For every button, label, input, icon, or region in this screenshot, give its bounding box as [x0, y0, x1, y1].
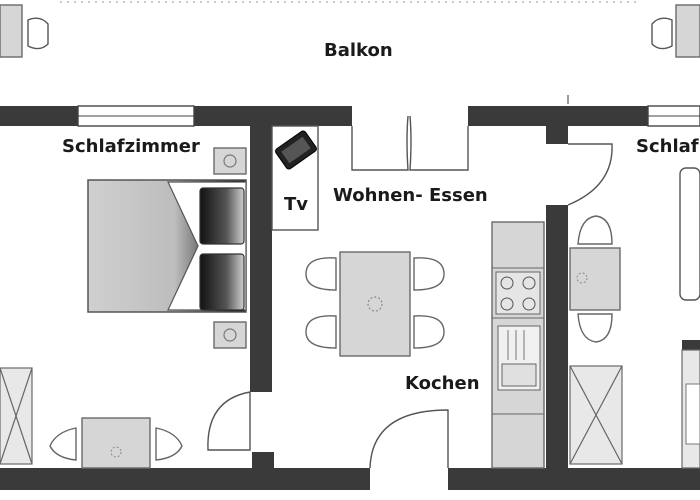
- bedroom-left-furniture: [0, 147, 247, 469]
- balcony-furniture: [0, 1, 700, 58]
- tv-label: Tv: [284, 194, 309, 215]
- kitchen-counter: [491, 221, 545, 469]
- walls: [0, 105, 700, 490]
- balcony-table-left: [0, 4, 23, 58]
- room-label-schlafzimmer: Schlafzimmer: [62, 136, 200, 157]
- room-label-kochen: Kochen: [405, 373, 480, 394]
- dining-table: [339, 251, 411, 357]
- tv-unit: [271, 125, 319, 231]
- bed-right: [679, 167, 700, 301]
- nightstand-top: [213, 147, 247, 175]
- stove: [495, 271, 541, 315]
- desk-left: [81, 417, 151, 469]
- balcony-chair-left: [27, 17, 49, 50]
- nightstand-bottom: [213, 321, 247, 349]
- doors: [207, 95, 613, 469]
- bedroom-right-furniture: [569, 167, 700, 469]
- dining-set: [305, 251, 445, 357]
- pillow-bottom: [199, 253, 245, 311]
- room-label-schlaf: Schlaf: [636, 136, 699, 157]
- balcony-table-right: [675, 4, 700, 58]
- room-label-balkon: Balkon: [324, 40, 393, 61]
- pillow-top: [199, 187, 245, 245]
- room-label-wohnen-essen: Wohnen- Essen: [333, 185, 488, 206]
- balcony-chair-right: [651, 17, 673, 50]
- desk-right: [569, 247, 621, 311]
